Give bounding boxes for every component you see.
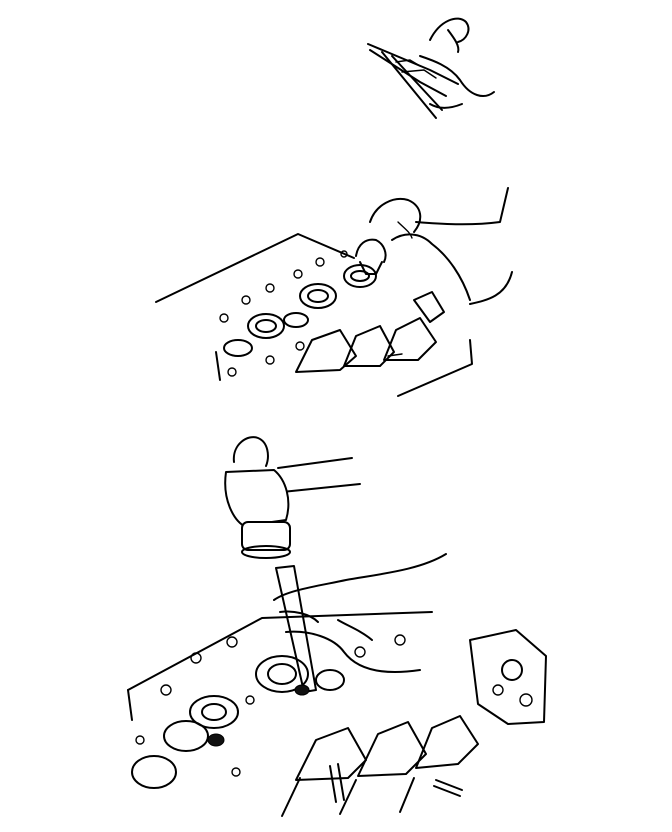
panel-1-hand-pliers bbox=[367, 17, 495, 119]
panel-3-hammer-drift bbox=[127, 436, 547, 817]
panel-2-cylinder-head-hand bbox=[155, 187, 513, 397]
